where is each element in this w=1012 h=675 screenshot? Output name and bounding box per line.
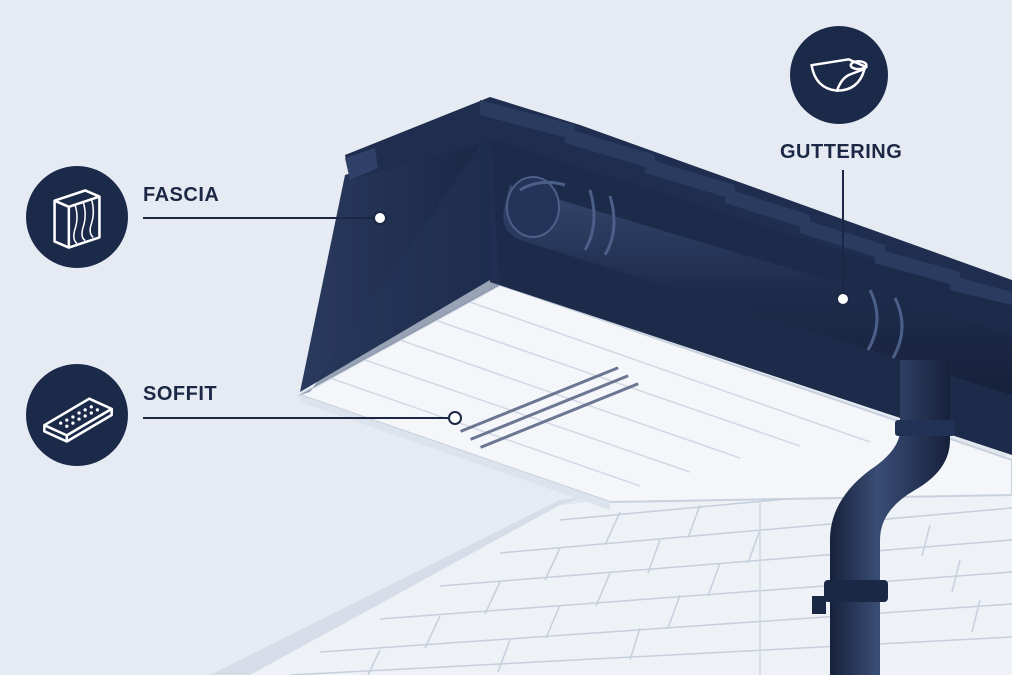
soffit-board [297, 283, 1012, 510]
fascia-board-icon [53, 189, 101, 249]
gutter-run [503, 176, 1012, 395]
fascia-label: FASCIA [143, 184, 220, 206]
guttering-badge [790, 26, 888, 124]
guttering-pointer-dot [836, 292, 850, 306]
guttering-label: GUTTERING [780, 141, 903, 163]
leader-lines [143, 170, 850, 425]
gutter-section-icon [810, 58, 868, 92]
soffit-pointer-dot [448, 411, 462, 425]
fascia-badge [26, 166, 128, 268]
soffit-label: SOFFIT [143, 383, 218, 405]
soffit-vent-icon [43, 397, 113, 443]
downpipe [812, 360, 955, 675]
fascia-pointer-dot [373, 211, 387, 225]
soffit-badge [26, 364, 128, 466]
